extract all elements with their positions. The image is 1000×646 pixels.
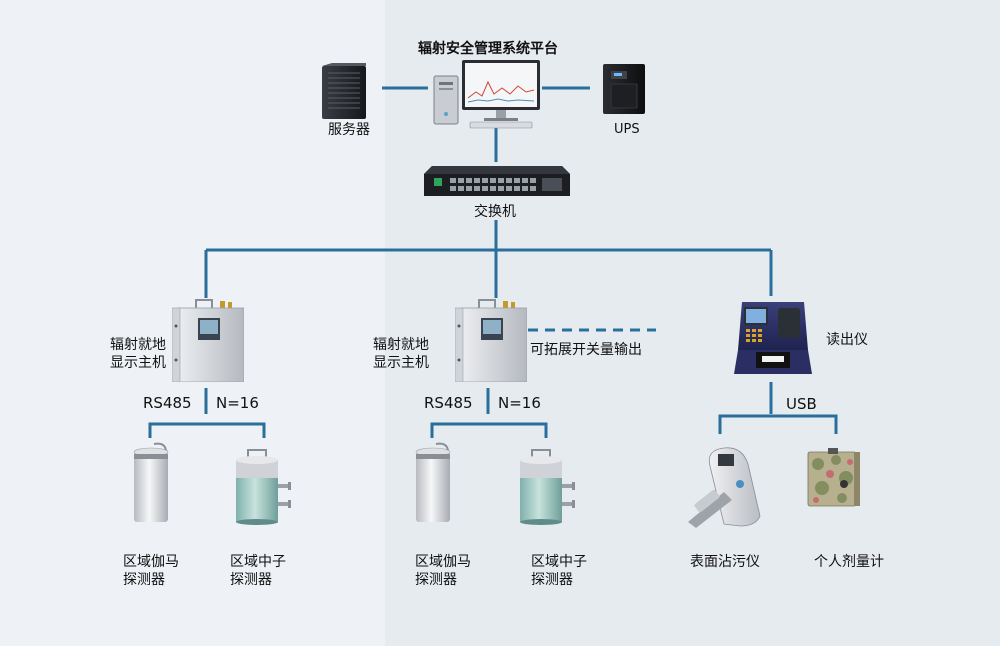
detector-1b-line2: 探测器	[230, 572, 272, 588]
ups-label: UPS	[614, 122, 640, 137]
host-2-label-line1: 辐射就地	[373, 337, 429, 353]
server-icon[interactable]	[322, 63, 366, 119]
reader-icon[interactable]	[734, 298, 812, 378]
reader-label: 读出仪	[826, 332, 868, 348]
server-label: 服务器	[328, 122, 370, 138]
host-2-count: N=16	[498, 394, 541, 412]
reader-bus: USB	[786, 395, 817, 413]
detector-1b-line1: 区域中子	[230, 554, 286, 570]
host-1-count: N=16	[216, 394, 259, 412]
detector-2a-line2: 探测器	[415, 572, 457, 588]
platform-title: 辐射安全管理系统平台	[418, 41, 558, 57]
host-1-label-line1: 辐射就地	[110, 337, 166, 353]
personal-dosimeter-icon[interactable]	[806, 448, 864, 510]
detector-2a-line1: 区域伽马	[415, 554, 471, 570]
detector-1a-line2: 探测器	[123, 572, 165, 588]
expand-output-label: 可拓展开关量输出	[530, 342, 642, 358]
host2-detector-bracket	[430, 422, 548, 438]
neutron-detector-icon-2[interactable]	[518, 446, 582, 526]
reader-device-2-label: 个人剂量计	[814, 554, 884, 570]
host-1-bus: RS485	[143, 394, 192, 412]
computer-icon[interactable]	[430, 58, 542, 130]
detector-1a-line1: 区域伽马	[123, 554, 179, 570]
display-host-2[interactable]	[455, 296, 527, 382]
neutron-detector-icon-1[interactable]	[234, 446, 298, 526]
host1-detector-bracket	[148, 422, 266, 438]
reader-device-bracket	[718, 414, 838, 434]
host-1-label-line2: 显示主机	[110, 355, 166, 371]
display-host-1[interactable]	[172, 296, 244, 382]
detector-2b-line1: 区域中子	[531, 554, 587, 570]
switch-icon[interactable]	[424, 164, 570, 198]
host-2-bus: RS485	[424, 394, 473, 412]
host-2-label-line2: 显示主机	[373, 355, 429, 371]
gamma-detector-icon-1[interactable]	[132, 442, 172, 524]
detector-2b-line2: 探测器	[531, 572, 573, 588]
reader-device-1-label: 表面沾污仪	[690, 554, 760, 570]
ups-icon[interactable]	[603, 62, 645, 114]
switch-label: 交换机	[474, 204, 516, 220]
contamination-meter-icon[interactable]	[680, 446, 764, 528]
gamma-detector-icon-2[interactable]	[414, 442, 454, 524]
